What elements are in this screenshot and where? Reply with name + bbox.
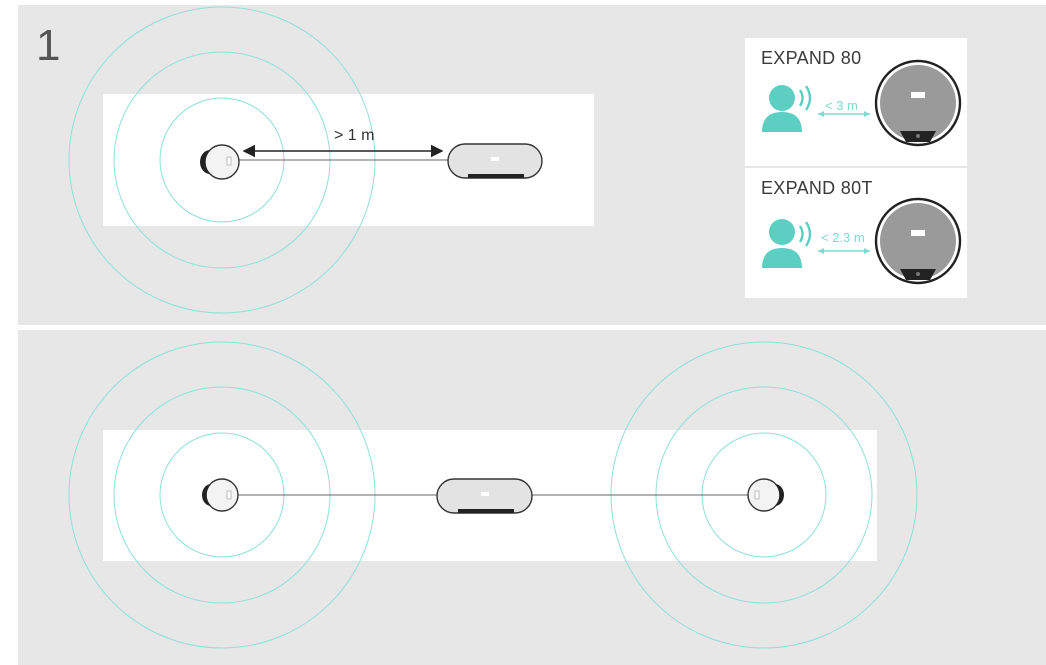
microphone-right-icon <box>747 478 784 512</box>
card-title: EXPAND 80T <box>761 178 873 198</box>
card-distance-label: < 3 m <box>825 98 858 113</box>
distance-label: > 1 m <box>334 127 375 144</box>
microphone-left-icon <box>202 478 239 512</box>
legend-card-expand-80: EXPAND 80 < 3 m <box>745 38 967 166</box>
step-number: 1 <box>36 21 61 70</box>
legend-card-expand-80t: EXPAND 80T < 2.3 m <box>745 168 967 298</box>
speakerphone-icon <box>447 143 543 179</box>
card-title: EXPAND 80 <box>761 48 862 68</box>
speakerphone-bottom-icon <box>436 478 533 514</box>
microphone-icon <box>200 144 240 180</box>
card-distance-label: < 2.3 m <box>821 230 865 245</box>
